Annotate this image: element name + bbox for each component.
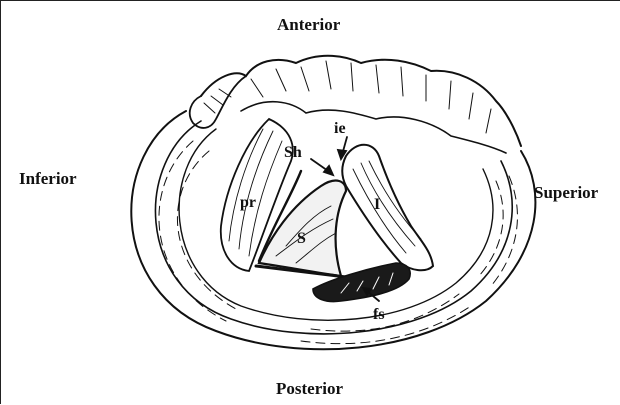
label-pr: pr [240, 194, 256, 211]
label-ie: ie [334, 120, 346, 137]
label-posterior: Posterior [276, 379, 343, 399]
label-sh: Sh [284, 144, 302, 161]
anterior-tissue-hatch [251, 61, 491, 133]
anterior-tissue-outline [201, 56, 521, 146]
anterior-tissue-lower [241, 102, 506, 153]
sh-arrow-head [324, 166, 333, 175]
left-flap-hatch [204, 89, 231, 113]
label-s: S [297, 230, 306, 247]
label-superior: Superior [534, 183, 598, 203]
left-tissue-flap [190, 76, 246, 128]
label-anterior: Anterior [277, 15, 340, 35]
label-fs: fs [373, 306, 385, 323]
i-structure-outline [342, 145, 433, 271]
label-i: I [374, 196, 380, 213]
label-inferior: Inferior [19, 169, 77, 189]
